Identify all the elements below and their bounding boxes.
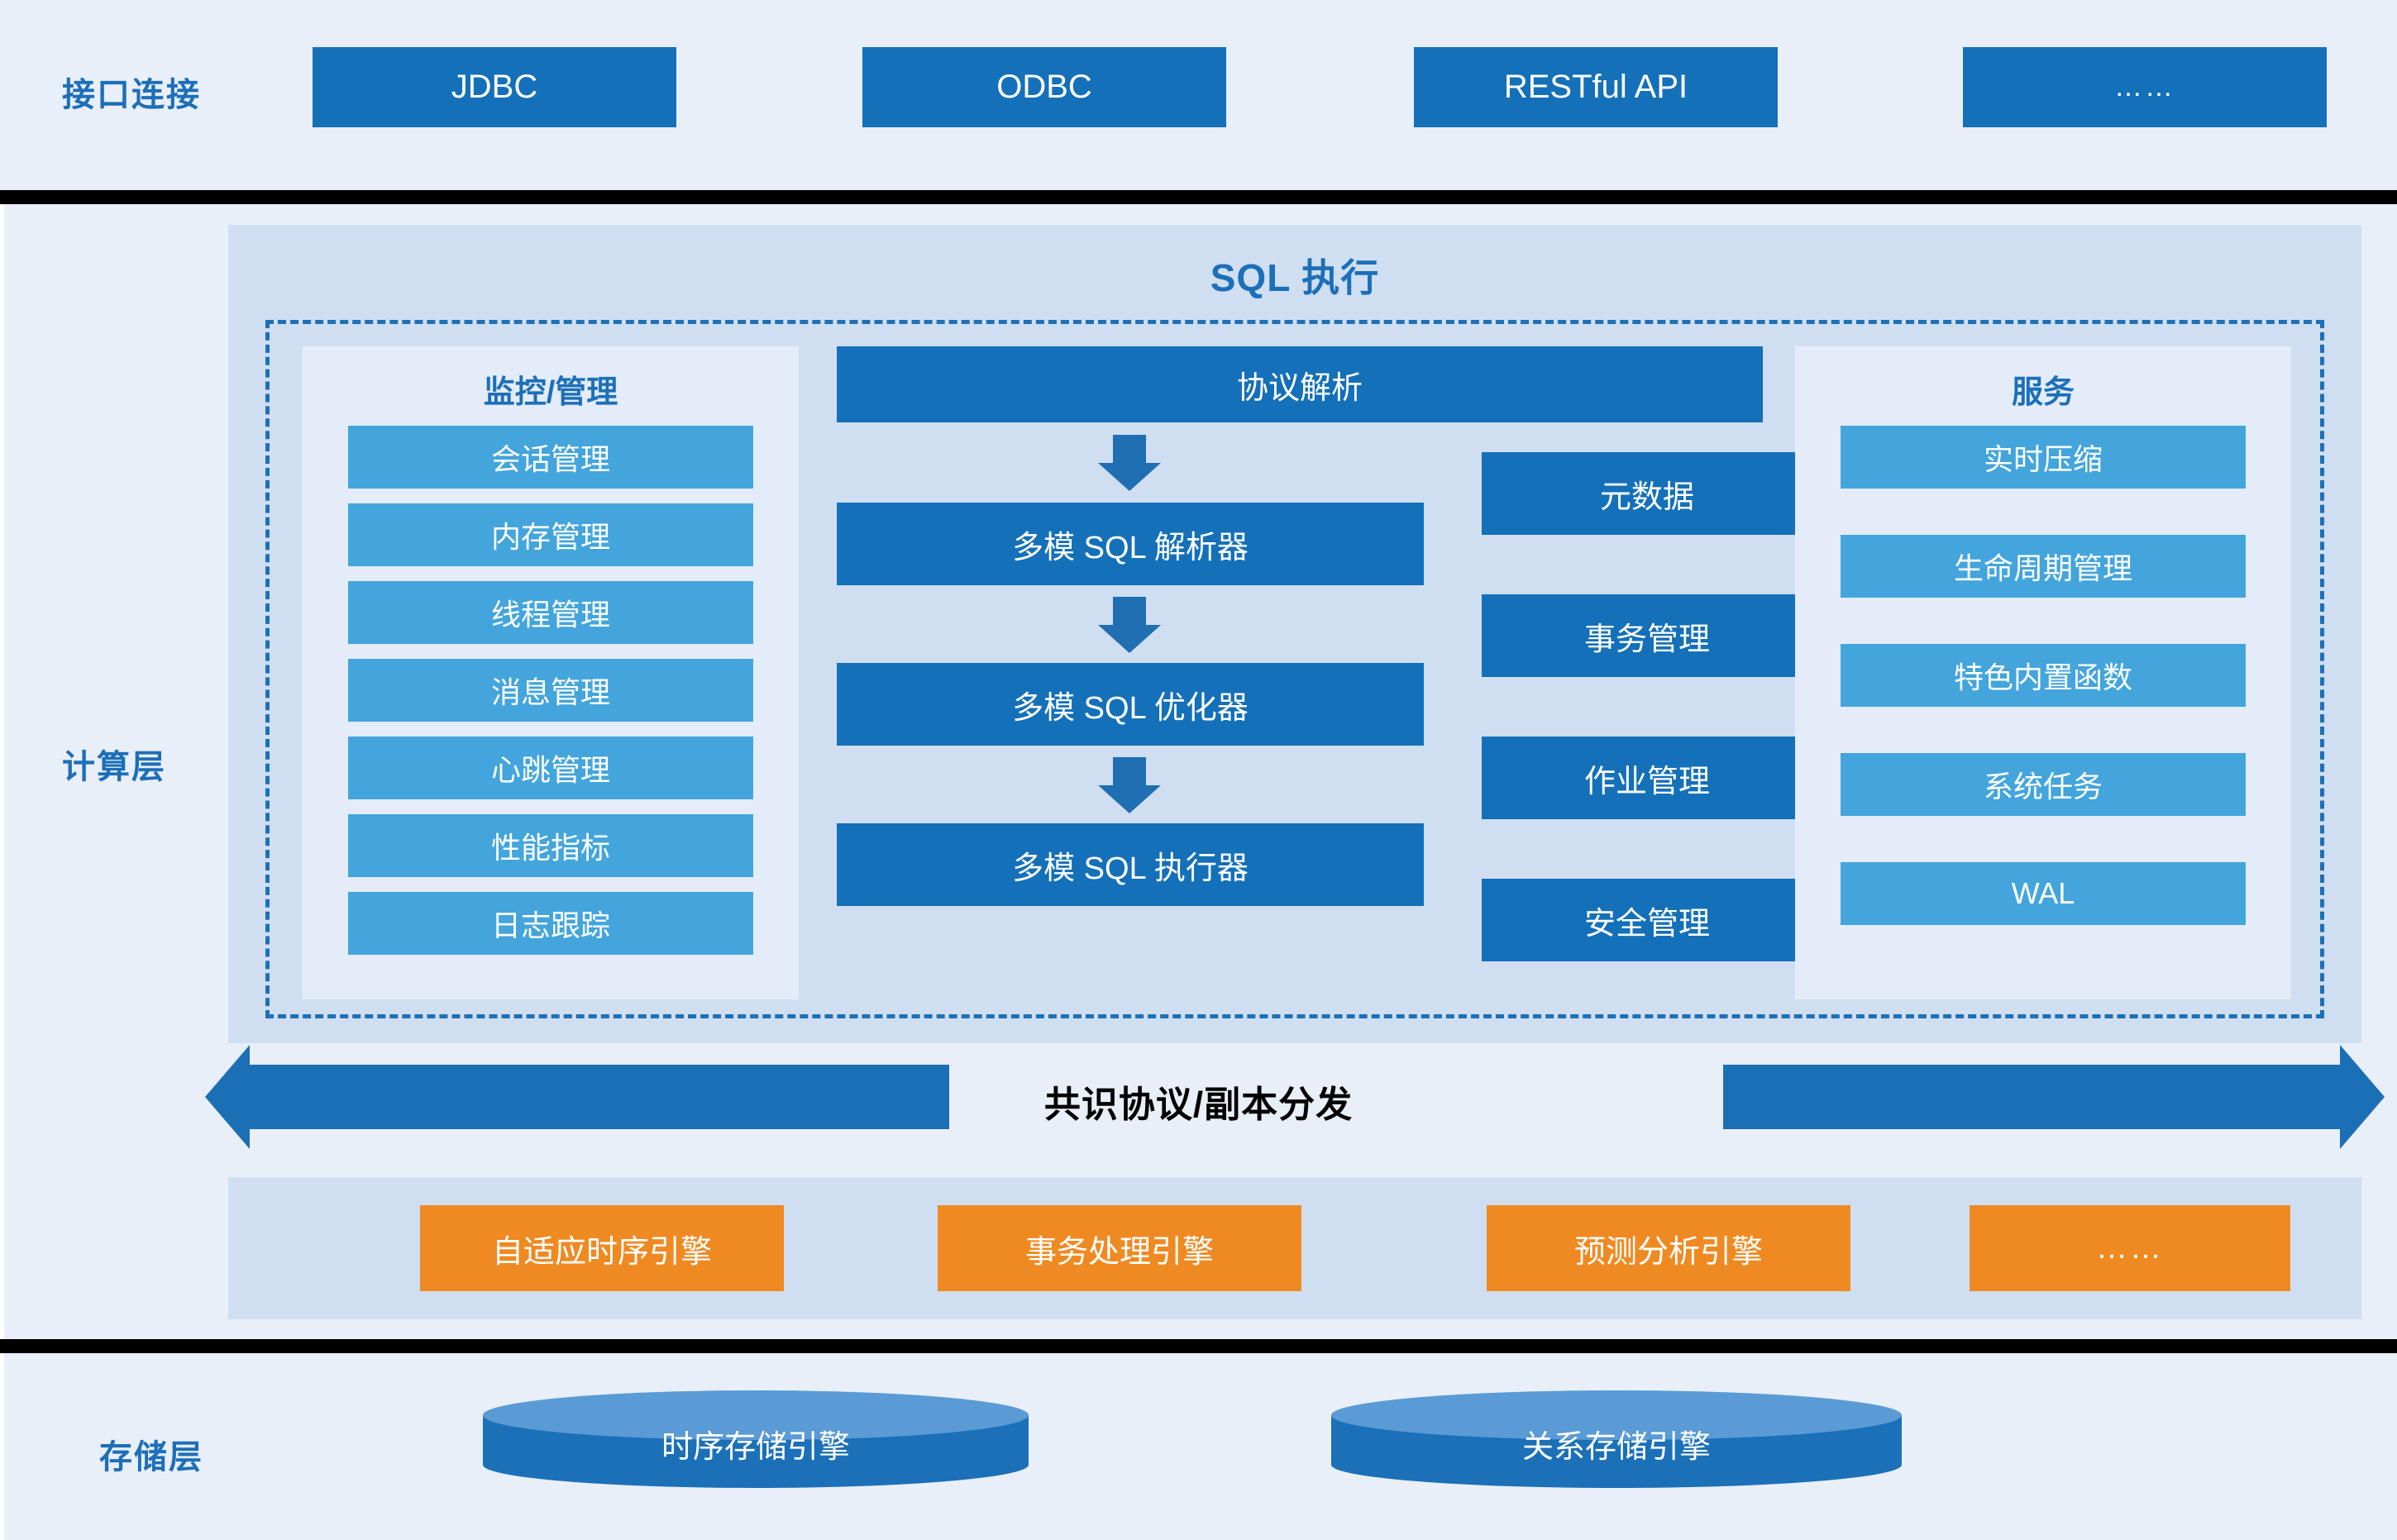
flow-box-multimodel-sql-parser[interactable]: 多模 SQL 解析器 [837,503,1424,585]
cylinder-top-ellipse [1331,1390,1902,1440]
cylinder-top-ellipse [483,1390,1029,1440]
management-item-transaction-management[interactable]: 事务管理 [1482,594,1812,677]
divider-compute-storage [0,1339,2397,1353]
engine-more-ellipsis[interactable]: …… [1970,1205,2290,1291]
interface-box-more-ellipsis[interactable]: …… [1963,47,2327,127]
engine-transaction-processing[interactable]: 事务处理引擎 [938,1205,1301,1291]
service-item-system-tasks[interactable]: 系统任务 [1841,753,2246,816]
monitor-item-performance-metrics[interactable]: 性能指标 [348,814,753,877]
service-item-realtime-compression[interactable]: 实时压缩 [1841,426,2246,489]
flow-box-protocol-parse[interactable]: 协议解析 [837,346,1763,422]
storage-cylinder-relational-label: 关系存储引擎 [1521,1429,1711,1465]
sql-execution-title: SQL 执行 [1210,256,1380,299]
flow-box-multimodel-sql-executor[interactable]: 多模 SQL 执行器 [837,823,1424,906]
services-panel: 服务 实时压缩 生命周期管理 特色内置函数 系统任务 WAL [1795,346,2291,999]
monitor-management-panel: 监控/管理 会话管理 内存管理 线程管理 消息管理 心跳管理 性能指标 日志跟踪 [303,346,799,999]
sql-execution-panel: SQL 执行 监控/管理 会话管理 内存管理 线程管理 消息管理 心跳管理 性能… [228,225,2361,1043]
storage-cylinder-timeseries[interactable]: 时序存储引擎 [483,1390,1029,1496]
storage-left-gutter [0,1353,4,1540]
engine-adaptive-timeseries[interactable]: 自适应时序引擎 [420,1205,784,1291]
monitor-item-memory-management[interactable]: 内存管理 [348,503,753,566]
compute-left-gutter [0,204,4,1339]
storage-layer-band [0,1353,2397,1540]
management-item-job-management[interactable]: 作业管理 [1482,737,1812,819]
interface-box-odbc[interactable]: ODBC [862,47,1226,127]
services-title: 服务 [2011,375,2075,410]
management-item-security-management[interactable]: 安全管理 [1482,879,1812,961]
storage-layer-label: 存储层 [99,1439,203,1476]
service-item-wal[interactable]: WAL [1841,862,2246,925]
service-item-lifecycle-management[interactable]: 生命周期管理 [1841,535,2246,598]
flow-box-multimodel-sql-optimizer[interactable]: 多模 SQL 优化器 [837,663,1424,746]
interface-layer-label: 接口连接 [62,77,201,113]
interface-box-restful-api[interactable]: RESTful API [1414,47,1778,127]
service-item-builtin-functions[interactable]: 特色内置函数 [1841,644,2246,707]
divider-interface-compute [0,190,2397,204]
monitor-item-heartbeat-management[interactable]: 心跳管理 [348,737,753,799]
engine-predictive-analysis[interactable]: 预测分析引擎 [1487,1205,1850,1291]
engine-strip: 自适应时序引擎 事务处理引擎 预测分析引擎 …… [228,1177,2361,1319]
monitor-item-session-management[interactable]: 会话管理 [348,426,753,489]
interface-box-jdbc[interactable]: JDBC [313,47,676,127]
compute-layer-label: 计算层 [62,749,166,785]
monitor-item-message-management[interactable]: 消息管理 [348,659,753,722]
monitor-item-log-tracing[interactable]: 日志跟踪 [348,892,753,955]
management-item-metadata[interactable]: 元数据 [1482,452,1812,535]
monitor-item-thread-management[interactable]: 线程管理 [348,581,753,644]
consensus-arrow-right [1723,1045,2385,1149]
sql-execution-dashed-region: 监控/管理 会话管理 内存管理 线程管理 消息管理 心跳管理 性能指标 日志跟踪… [265,320,2324,1018]
monitor-management-title: 监控/管理 [483,375,618,410]
storage-cylinder-timeseries-label: 时序存储引擎 [661,1429,850,1465]
storage-cylinder-relational[interactable]: 关系存储引擎 [1331,1390,1902,1496]
consensus-protocol-label: 共识协议/副本分发 [1043,1085,1354,1125]
consensus-arrow-left [205,1045,949,1149]
